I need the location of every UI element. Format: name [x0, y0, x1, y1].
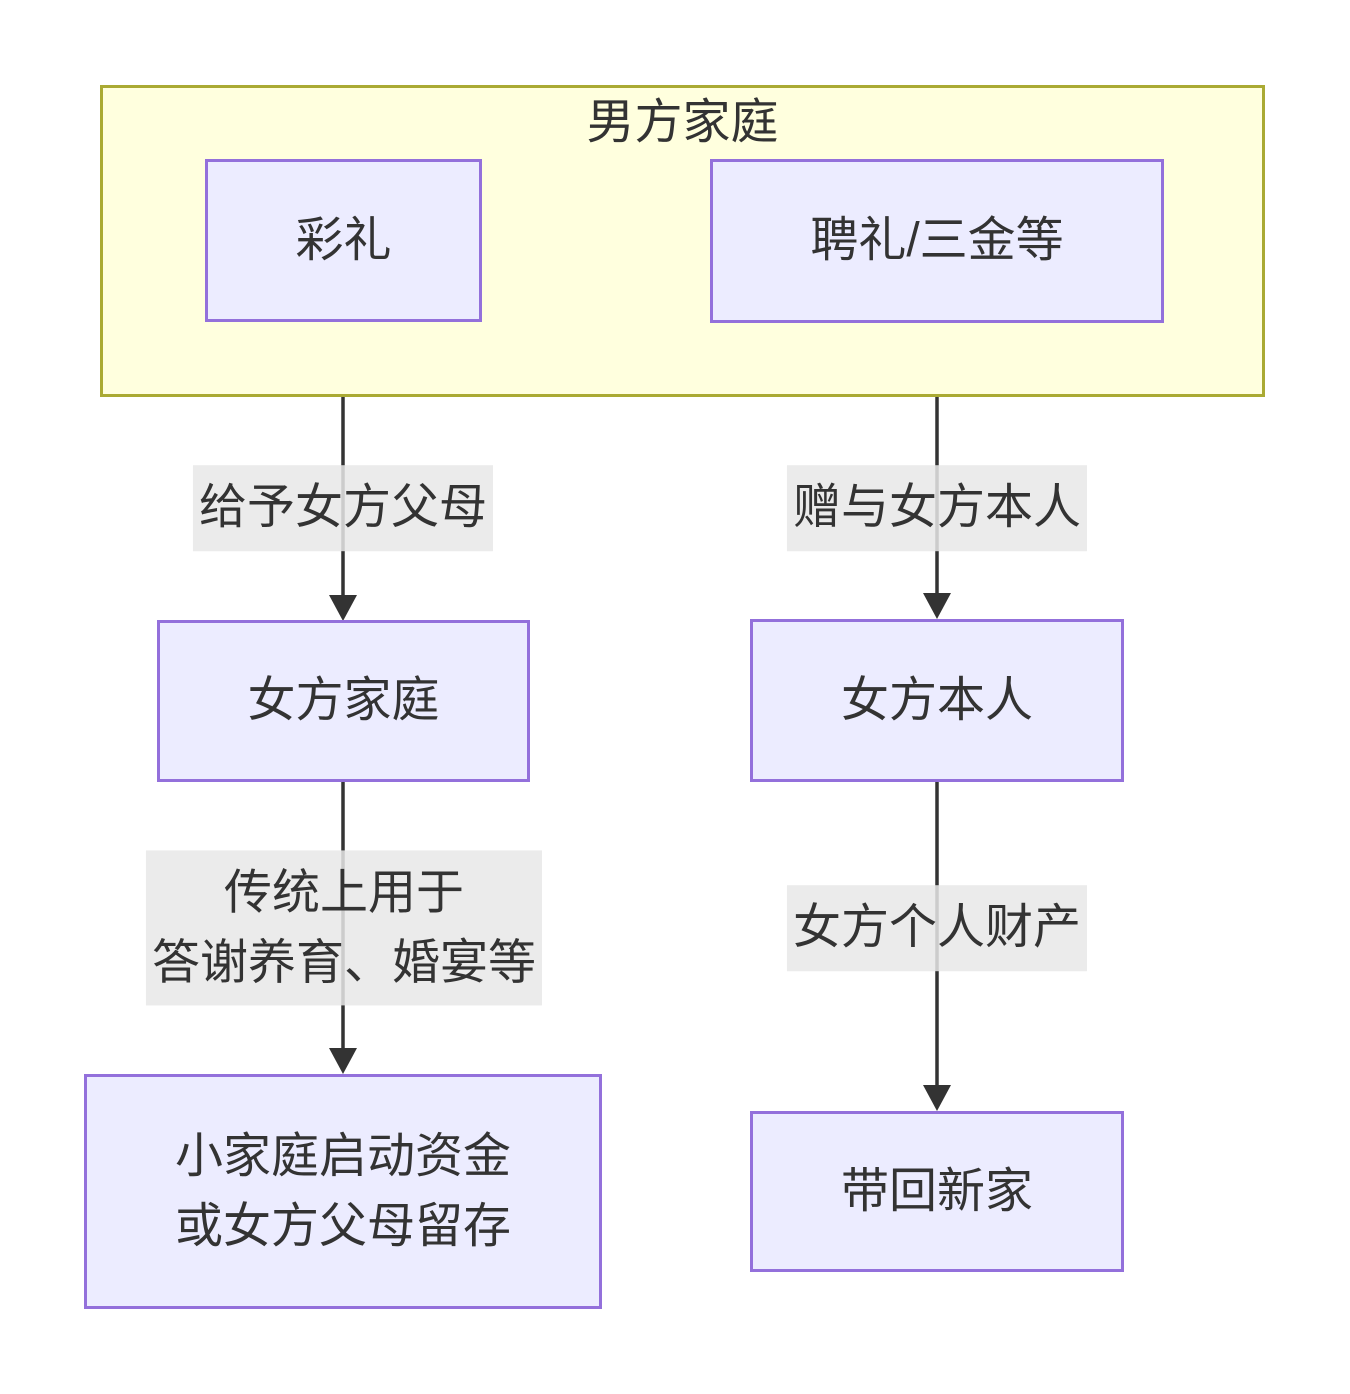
node-pinli-sanjin: 聘礼/三金等: [710, 159, 1164, 323]
node-pinli-sanjin-label: 聘礼/三金等: [810, 214, 1064, 268]
node-nvfang-jiating: 女方家庭: [157, 620, 530, 782]
node-daihui-xinjia: 带回新家: [750, 1111, 1124, 1272]
edge-label-traditional-use: 传统上用于 答谢养育、婚宴等: [145, 850, 543, 1006]
edge-label-bride-personal-property: 女方个人财产: [786, 885, 1088, 971]
edge-label-traditional-use-line1: 传统上用于: [223, 866, 465, 920]
subgraph-title: 男方家庭: [586, 96, 779, 149]
node-nvfang-benren-label: 女方本人: [840, 673, 1033, 727]
node-xiaojiating-funds-line2: 或女方父母留存: [174, 1199, 511, 1253]
node-caili-label: 彩礼: [295, 213, 392, 267]
edge-label-gift-to-bride-herself: 赠与女方本人: [786, 465, 1088, 551]
edge-label-traditional-use-line2: 答谢养育、婚宴等: [151, 936, 537, 989]
node-xiaojiating-funds-line1: 小家庭启动资金: [174, 1129, 511, 1183]
node-caili: 彩礼: [205, 159, 482, 322]
edge-label-give-to-bride-parents: 给予女方父母: [192, 465, 494, 551]
node-daihui-xinjia-label: 带回新家: [840, 1164, 1033, 1218]
node-nvfang-benren: 女方本人: [750, 619, 1124, 782]
node-xiaojiating-funds: 小家庭启动资金 或女方父母留存: [84, 1074, 602, 1309]
node-nvfang-jiating-label: 女方家庭: [247, 674, 440, 728]
